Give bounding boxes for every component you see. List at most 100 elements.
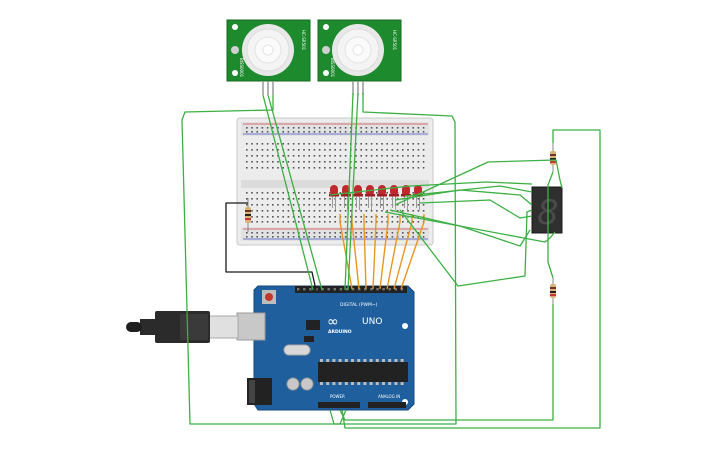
pir-sensor-1[interactable]: HC-SR501 BISS0001 <box>226 19 311 95</box>
breadboard-hole <box>329 221 331 223</box>
resistor-bottom-right[interactable] <box>550 278 556 304</box>
breadboard-hole <box>376 192 378 194</box>
breadboard-hole <box>246 143 248 145</box>
seven-segment-display[interactable]: 8 <box>531 186 563 234</box>
breadboard-hole <box>266 204 269 206</box>
breadboard-hole <box>344 149 347 151</box>
breadboard-hole <box>381 143 383 145</box>
breadboard-hole <box>422 192 425 194</box>
breadboard-hole <box>272 216 274 218</box>
breadboard-hole <box>417 198 420 200</box>
breadboard-hole <box>334 210 336 212</box>
breadboard-hole <box>298 192 300 194</box>
breadboard-hole <box>303 161 305 163</box>
header-pin <box>333 288 336 291</box>
chip-pin <box>375 382 379 385</box>
header-pin <box>297 288 300 291</box>
breadboard-hole <box>386 236 388 238</box>
breadboard-hole <box>376 131 378 133</box>
breadboard-hole <box>381 210 383 212</box>
breadboard-hole <box>313 198 316 200</box>
breadboard-hole <box>324 143 326 145</box>
breadboard-hole <box>256 236 258 238</box>
breadboard-hole <box>318 198 321 200</box>
breadboard[interactable] <box>236 117 434 246</box>
breadboard-hole <box>350 127 352 129</box>
breadboard-hole <box>282 210 284 212</box>
breadboard-hole <box>313 131 316 133</box>
power-label: POWER <box>330 394 345 399</box>
led-red[interactable] <box>353 185 363 210</box>
breadboard-hole <box>324 131 326 133</box>
breadboard-hole <box>386 198 388 200</box>
breadboard-hole <box>360 236 362 238</box>
breadboard-hole <box>360 204 362 206</box>
breadboard-hole <box>417 155 420 157</box>
breadboard-hole <box>256 127 258 129</box>
breadboard-hole <box>396 161 399 163</box>
breadboard-hole <box>355 216 357 218</box>
chip-pin <box>382 359 385 362</box>
breadboard-hole <box>292 127 295 129</box>
breadboard-hole <box>287 143 290 145</box>
breadboard-hole <box>287 161 290 163</box>
breadboard-hole <box>266 127 269 129</box>
resistor-top-right[interactable] <box>550 143 556 172</box>
led-red[interactable] <box>377 185 387 210</box>
wire-7seg-to-res <box>547 171 554 279</box>
breadboard-hole <box>402 143 404 145</box>
breadboard-hole <box>370 167 373 169</box>
breadboard-hole <box>381 127 383 129</box>
usb-cable[interactable] <box>126 311 239 343</box>
breadboard-hole <box>370 143 373 145</box>
breadboard-hole <box>318 232 321 234</box>
breadboard-hole <box>344 210 347 212</box>
breadboard-hole <box>417 127 420 129</box>
breadboard-hole <box>308 236 310 238</box>
breadboard-hole <box>412 143 414 145</box>
breadboard-hole <box>251 232 253 234</box>
pir-sensor-1-chip: BISS0001 <box>239 58 244 78</box>
header-pin <box>303 288 306 291</box>
breadboard-hole <box>277 232 279 234</box>
breadboard-hole <box>402 216 404 218</box>
breadboard-hole <box>261 131 264 133</box>
breadboard-hole <box>324 167 326 169</box>
breadboard-hole <box>298 143 300 145</box>
breadboard-hole <box>251 131 253 133</box>
breadboard-hole <box>251 192 253 194</box>
breadboard-hole <box>313 204 316 206</box>
breadboard-hole <box>282 167 284 169</box>
breadboard-hole <box>339 232 342 234</box>
breadboard-hole <box>417 221 420 223</box>
resistor-breadboard[interactable] <box>245 198 251 232</box>
breadboard-hole <box>422 143 425 145</box>
breadboard-hole <box>329 236 331 238</box>
breadboard-hole <box>298 161 300 163</box>
breadboard-hole <box>261 204 264 206</box>
breadboard-hole <box>365 198 368 200</box>
breadboard-hole <box>303 127 305 129</box>
breadboard-hole <box>266 149 269 151</box>
breadboard-hole <box>313 210 316 212</box>
breadboard-hole <box>391 216 394 218</box>
breadboard-hole <box>376 236 378 238</box>
breadboard-hole <box>407 149 409 151</box>
breadboard-hole <box>402 161 404 163</box>
chip-pin <box>369 382 373 385</box>
breadboard-hole <box>344 167 347 169</box>
breadboard-hole <box>402 232 404 234</box>
wire-7seg-common-top <box>341 129 601 429</box>
breadboard-hole <box>417 149 420 151</box>
breadboard-hole <box>386 210 388 212</box>
breadboard-hole <box>370 127 373 129</box>
header-pin <box>358 288 361 291</box>
arduino-uno-board[interactable]: DIGITAL (PWM~) ∞ ARDUINO UNO POWER ANALO… <box>236 285 415 411</box>
breadboard-hole <box>381 167 383 169</box>
led-red[interactable] <box>329 185 339 210</box>
ground-wire-black <box>225 202 317 291</box>
breadboard-hole <box>407 161 409 163</box>
breadboard-hole <box>298 221 300 223</box>
pir-sensor-2[interactable]: HC-SR501 BISS0001 <box>317 19 402 95</box>
breadboard-hole <box>277 221 279 223</box>
